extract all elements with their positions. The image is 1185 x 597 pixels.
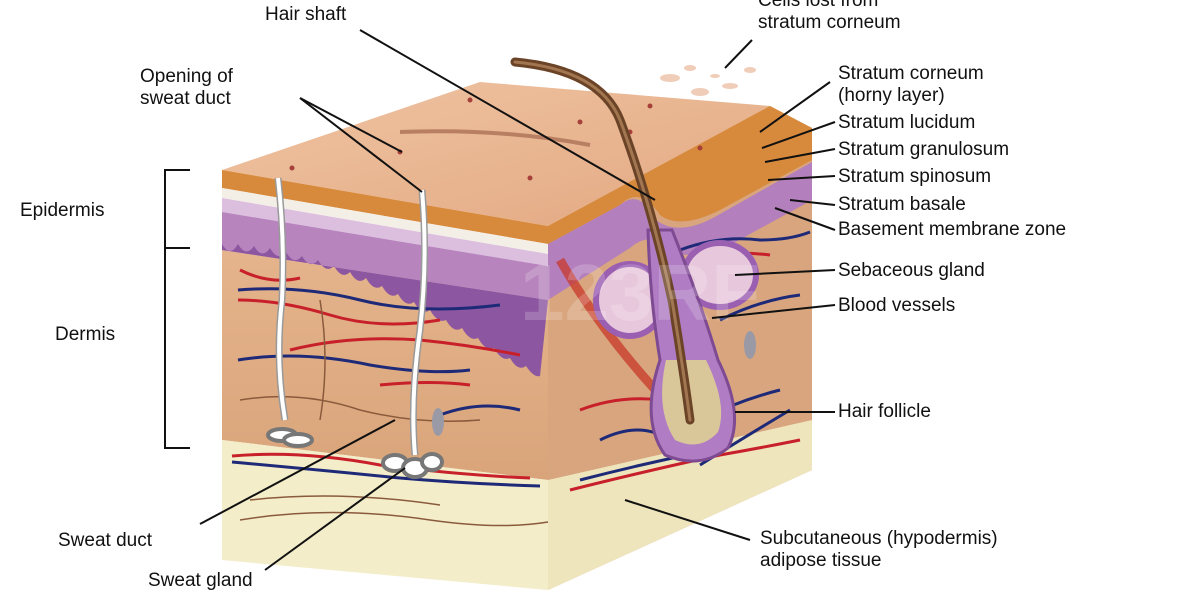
label-stratum-spinosum: Stratum spinosum xyxy=(838,166,991,188)
label-subcutaneous-line2: adipose tissue xyxy=(760,550,998,572)
label-cells-lost-line1: Cells lost from xyxy=(758,0,901,12)
label-stratum-corneum: Stratum corneum (horny layer) xyxy=(838,63,984,107)
label-opening-line2: sweat duct xyxy=(140,88,233,110)
label-stratum-lucidum: Stratum lucidum xyxy=(838,112,975,134)
label-stratum-granulosum: Stratum granulosum xyxy=(838,139,1009,161)
layer-brackets xyxy=(165,170,190,448)
label-stratum-basale: Stratum basale xyxy=(838,194,966,216)
label-hair-shaft: Hair shaft xyxy=(265,4,346,26)
label-subcutaneous-line1: Subcutaneous (hypodermis) xyxy=(760,528,998,550)
label-hair-follicle: Hair follicle xyxy=(838,401,931,423)
label-cells-lost: Cells lost from stratum corneum xyxy=(758,0,901,34)
label-sweat-duct: Sweat duct xyxy=(58,530,152,552)
label-cells-lost-line2: stratum corneum xyxy=(758,12,901,34)
label-sebaceous-gland: Sebaceous gland xyxy=(838,260,985,282)
label-subcutaneous: Subcutaneous (hypodermis) adipose tissue xyxy=(760,528,998,572)
label-epidermis: Epidermis xyxy=(20,200,104,222)
label-opening-line1: Opening of xyxy=(140,66,233,88)
label-opening-sweat-duct: Opening of sweat duct xyxy=(140,66,233,110)
watermark: 123RF xyxy=(520,248,760,337)
label-stratum-corneum-line1: Stratum corneum xyxy=(838,63,984,85)
flaking-cells xyxy=(660,65,756,96)
label-blood-vessels: Blood vessels xyxy=(838,295,955,317)
label-stratum-corneum-line2: (horny layer) xyxy=(838,85,984,107)
label-dermis: Dermis xyxy=(55,324,115,346)
nerve-receptor xyxy=(432,408,444,436)
label-basement-membrane: Basement membrane zone xyxy=(838,219,1066,241)
label-sweat-gland: Sweat gland xyxy=(148,570,253,592)
